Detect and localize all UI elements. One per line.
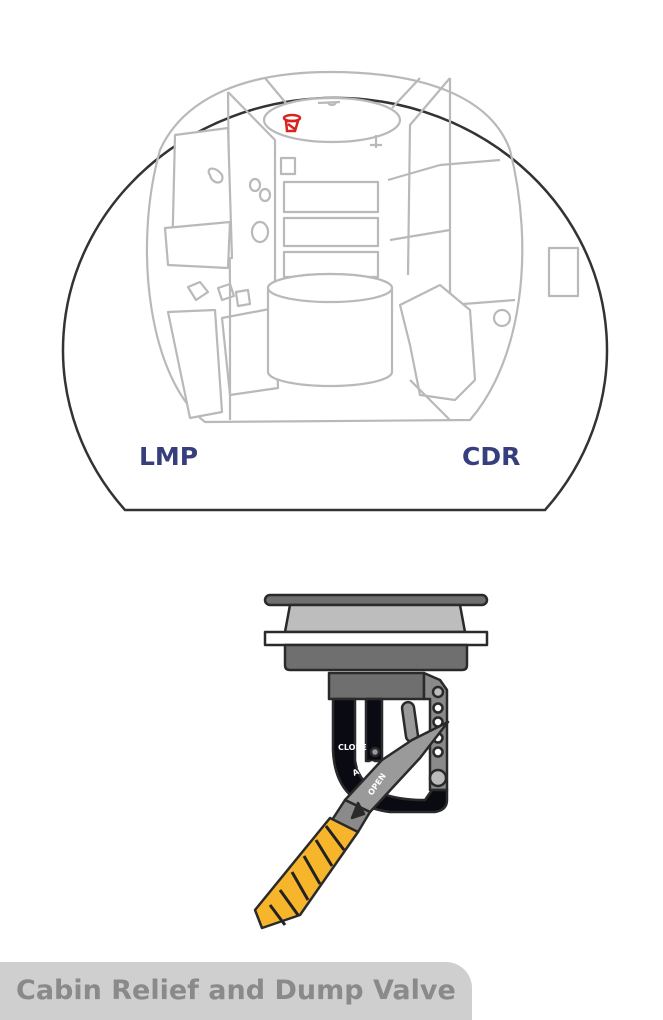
crew-label-cdr: CDR	[462, 442, 520, 471]
arrow-up-icon	[350, 801, 366, 820]
cabin-walls	[163, 77, 580, 421]
cabin-interior-outline	[145, 70, 524, 424]
caption-text: Cabin Relief and Dump Valve	[16, 975, 456, 1006]
valve-location-marker-icon	[282, 113, 302, 133]
cabin-relief-dump-valve	[253, 593, 489, 930]
caption-bar: Cabin Relief and Dump Valve	[0, 962, 472, 1020]
valve-handle-grip	[253, 816, 360, 930]
crew-label-lmp: LMP	[139, 442, 198, 471]
valve-position-close: CLOSE	[338, 743, 367, 752]
